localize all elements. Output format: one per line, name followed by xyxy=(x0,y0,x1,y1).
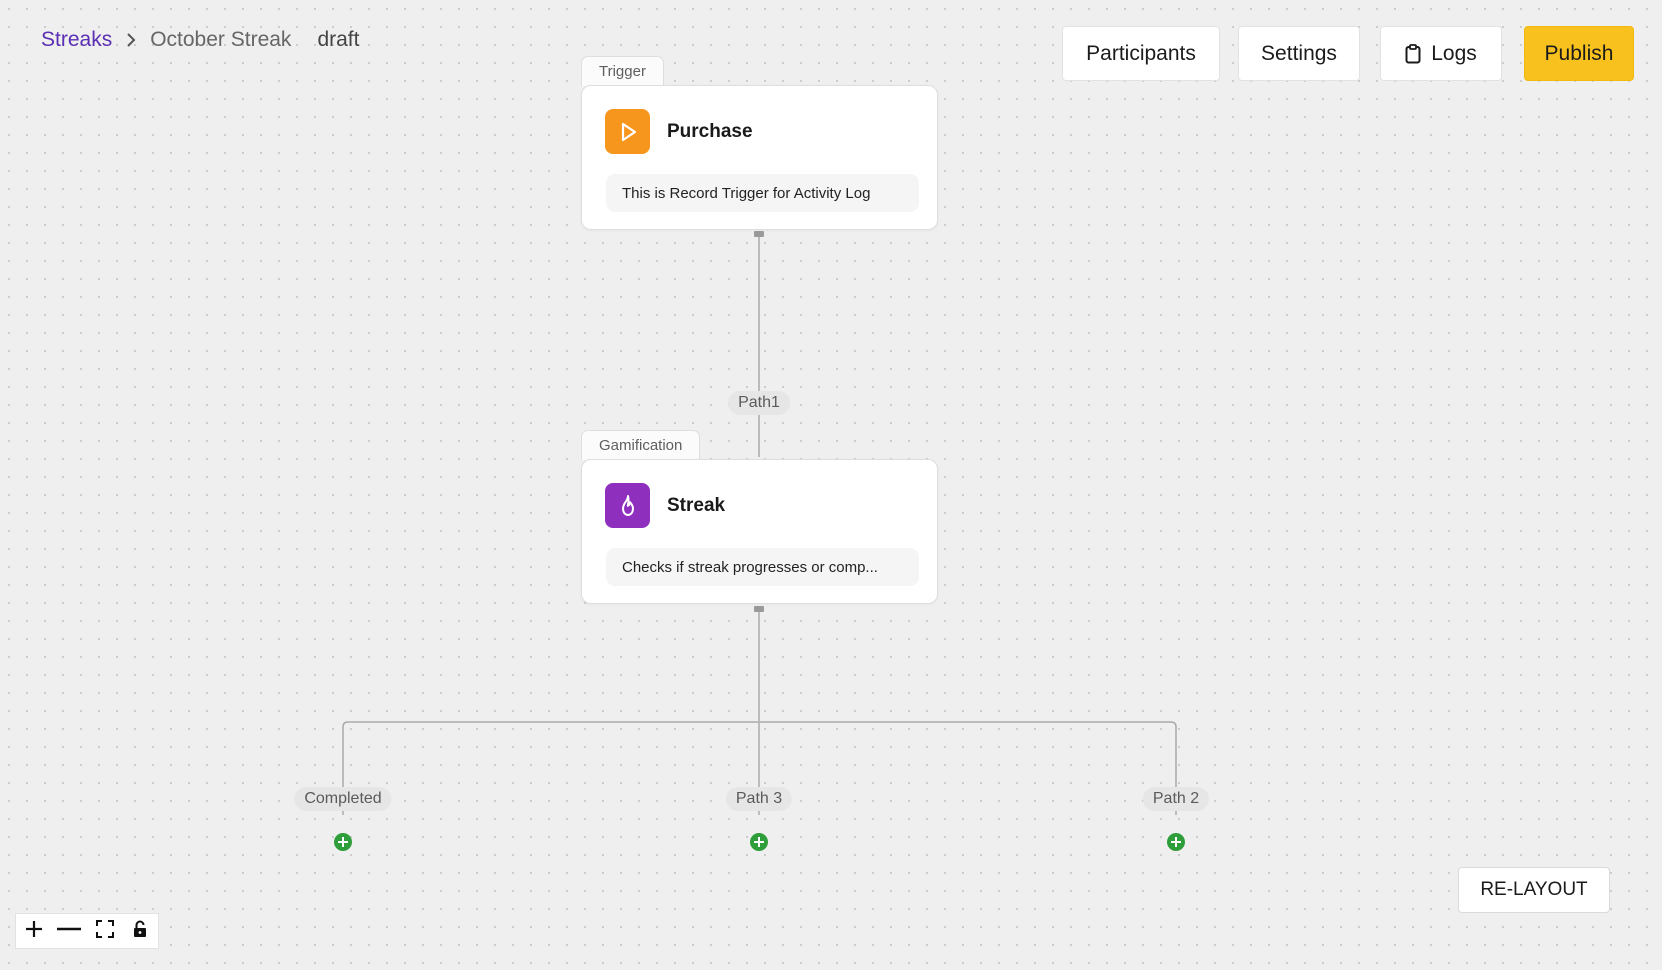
settings-button-label: Settings xyxy=(1261,41,1337,65)
edge-label-path1[interactable]: Path1 xyxy=(728,391,790,415)
lock-icon xyxy=(133,920,147,943)
status-badge: draft xyxy=(317,28,360,51)
breadcrumb-streaks-link[interactable]: Streaks xyxy=(41,28,113,51)
add-node-path2-button[interactable] xyxy=(1167,833,1185,851)
chevron-right-icon xyxy=(126,32,136,48)
zoom-out-button[interactable] xyxy=(52,914,88,948)
plus-icon xyxy=(25,920,43,943)
canvas-controls xyxy=(15,913,159,949)
relayout-button[interactable]: RE-LAYOUT xyxy=(1458,867,1610,913)
trigger-node-title: Purchase xyxy=(667,121,753,142)
gamification-node-tab: Gamification xyxy=(581,430,701,460)
fit-view-icon xyxy=(95,919,114,943)
publish-button-label: Publish xyxy=(1544,41,1614,65)
trigger-node-tab: Trigger xyxy=(581,56,664,86)
logs-button-label: Logs xyxy=(1431,41,1477,65)
trigger-node[interactable]: Purchase This is Record Trigger for Acti… xyxy=(581,85,938,230)
streak-node-description: Checks if streak progresses or comp... xyxy=(606,548,919,586)
relayout-button-label: RE-LAYOUT xyxy=(1480,879,1588,900)
breadcrumb-current: October Streak xyxy=(150,28,292,51)
trigger-node-description: This is Record Trigger for Activity Log xyxy=(606,174,919,212)
participants-button[interactable]: Participants xyxy=(1062,26,1220,81)
settings-button[interactable]: Settings xyxy=(1238,26,1360,81)
fit-view-button[interactable] xyxy=(87,914,123,948)
add-node-completed-button[interactable] xyxy=(334,833,352,851)
flame-icon xyxy=(605,483,650,528)
clipboard-icon xyxy=(1405,43,1421,64)
add-node-path3-button[interactable] xyxy=(750,833,768,851)
trigger-node-output-handle[interactable] xyxy=(754,231,764,237)
minus-icon xyxy=(57,920,82,943)
edge-label-completed[interactable]: Completed xyxy=(294,787,392,811)
logs-button[interactable]: Logs xyxy=(1380,26,1502,81)
zoom-in-button[interactable] xyxy=(16,914,52,948)
edge-label-path3[interactable]: Path 3 xyxy=(725,787,793,811)
streak-node-title: Streak xyxy=(667,495,726,516)
breadcrumb: Streaks October Streak draft xyxy=(41,28,359,52)
lock-button[interactable] xyxy=(123,914,159,948)
edge-label-path2[interactable]: Path 2 xyxy=(1142,787,1210,811)
play-icon xyxy=(605,109,650,154)
publish-button[interactable]: Publish xyxy=(1524,26,1634,81)
streak-node-output-handle[interactable] xyxy=(754,606,764,612)
participants-button-label: Participants xyxy=(1086,41,1196,65)
streak-node[interactable]: Streak Checks if streak progresses or co… xyxy=(581,459,938,604)
